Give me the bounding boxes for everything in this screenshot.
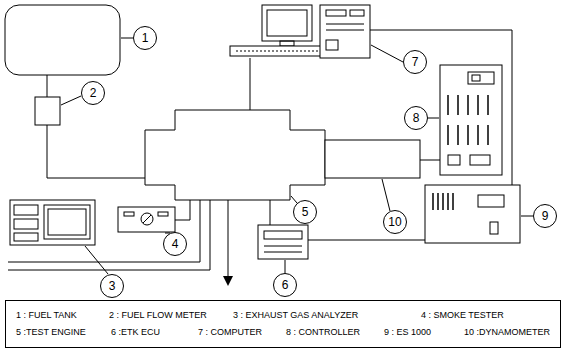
callout-number: 10 [383, 210, 407, 234]
callout-number: 7 [403, 50, 427, 74]
sampling-line [8, 200, 200, 262]
sampling-line [175, 200, 190, 220]
callout-number: 3 [100, 274, 124, 298]
exhaust-flow-arrow [228, 200, 229, 278]
callout-number: 5 [293, 200, 317, 224]
legend-entry: 3 : EXHAUST GAS ANALYZER [233, 311, 358, 321]
callout-number-text: 3 [109, 280, 116, 292]
exhaust-gas-analyzer [10, 200, 95, 245]
callout-number-text: 4 [172, 238, 179, 250]
callout-number: 6 [273, 273, 297, 297]
sampling-line [8, 200, 210, 270]
callout-number-text: 6 [282, 279, 289, 291]
dynamometer [325, 140, 420, 178]
controller [440, 65, 502, 175]
callout-number-text: 9 [542, 210, 549, 222]
fuel-flow-meter [35, 97, 60, 125]
legend-entry: 9 : ES 1000 [384, 328, 431, 338]
legend-entry: 10 :DYNAMOMETER [464, 328, 550, 338]
control-wire [420, 160, 440, 161]
callout-number: 2 [81, 81, 105, 105]
signal-wire [250, 58, 251, 110]
test-engine [145, 110, 325, 200]
signal-wire [370, 30, 512, 185]
callout-number-text: 10 [388, 216, 401, 228]
legend-entry: 8 : CONTROLLER [286, 328, 360, 338]
callout-number-text: 1 [142, 32, 149, 44]
computer [230, 5, 370, 58]
callout-number-text: 5 [302, 206, 309, 218]
legend-entry: 7 : COMPUTER [198, 328, 262, 338]
callout-number: 1 [133, 26, 157, 50]
fuel-line [47, 125, 145, 178]
ecu-wire [270, 200, 271, 225]
callout-number-text: 2 [90, 87, 97, 99]
legend-entry: 2 : FUEL FLOW METER [109, 311, 207, 321]
legend-entry: 5 :TEST ENGINE [16, 328, 86, 338]
es1000-unit [425, 185, 520, 243]
legend-entry: 6 :ETK ECU [111, 328, 160, 338]
callout-number-text: 7 [412, 56, 419, 68]
exhaust-arrowhead [223, 276, 233, 286]
callout-number: 8 [404, 106, 428, 130]
callout-number-text: 8 [413, 112, 420, 124]
fuel-tank [5, 5, 120, 75]
ecu-wire [308, 240, 425, 241]
callout-number: 4 [163, 232, 187, 256]
smoke-tester [118, 207, 175, 232]
callout-number: 9 [533, 204, 557, 228]
legend-box: 1 : FUEL TANK 2 : FUEL FLOW METER 3 : EXHA… [5, 300, 561, 348]
legend-entry: 4 : SMOKE TESTER [421, 311, 504, 321]
leader-lines [61, 38, 533, 274]
legend-entry: 1 : FUEL TANK [16, 311, 77, 321]
fuel-line [47, 75, 48, 97]
etk-ecu [258, 225, 308, 259]
